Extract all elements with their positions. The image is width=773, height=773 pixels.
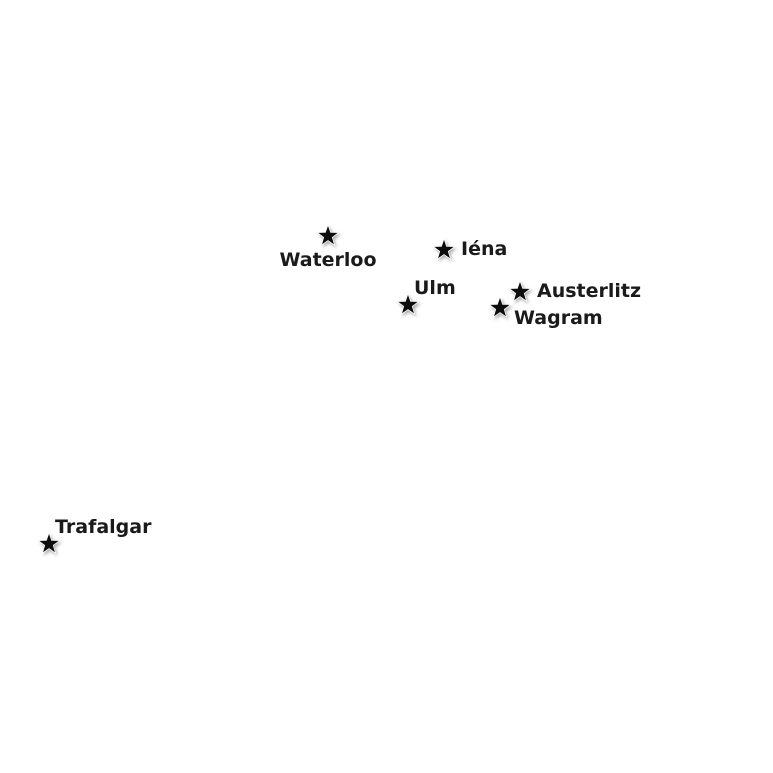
star-icon [396, 293, 420, 315]
star-icon [488, 296, 512, 318]
star-icon [432, 238, 456, 260]
marker-label: Austerlitz [537, 280, 642, 302]
marker-label: Waterloo [279, 249, 377, 271]
marker-label: Iéna [461, 238, 508, 260]
star-icon [508, 280, 532, 302]
marker-label: Ulm [414, 277, 456, 299]
star-icon [37, 532, 61, 554]
star-icon [316, 224, 340, 246]
marker-label: Trafalgar [55, 516, 152, 538]
marker-label: Wagram [514, 307, 603, 329]
